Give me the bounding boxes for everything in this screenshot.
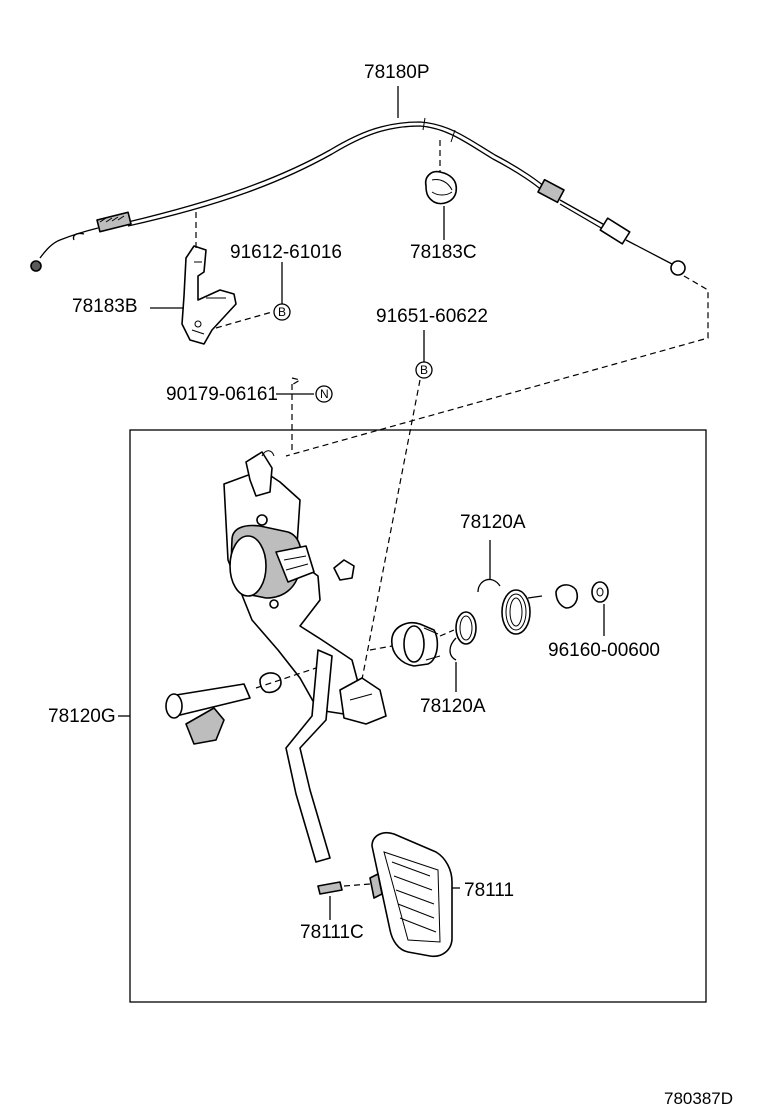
bolt-b-lower-dash — [357, 379, 421, 701]
label-spring-large: 78120A — [460, 512, 526, 533]
washer — [591, 581, 609, 603]
accelerator-cable — [30, 117, 686, 276]
label-bolt-b-upper: 91612-61016 — [230, 242, 342, 263]
label-pad: 78111 — [464, 880, 514, 901]
figure-id: 780387D — [664, 1089, 733, 1108]
bolt-b-lower-letter: B — [420, 363, 428, 377]
label-bolt-b-lower: 91651-60622 — [376, 306, 488, 327]
pivot-pin — [165, 672, 282, 745]
label-washer: 96160-00600 — [548, 640, 660, 661]
spring-small-dash — [439, 629, 455, 637]
cable-clamp — [424, 170, 458, 205]
nut-n-letter: N — [320, 387, 329, 401]
label-pad-clip: 78111C — [300, 922, 364, 943]
label-clamp: 78183C — [410, 242, 477, 263]
nut-n-arrow — [289, 377, 302, 387]
pedal-pad — [369, 831, 453, 958]
spring-small — [449, 611, 477, 661]
label-pedal-assy: 78120G — [48, 706, 116, 727]
bolt-b-upper-letter: B — [278, 305, 286, 319]
small-bushing — [555, 584, 579, 609]
cable-clamp-bracket — [181, 245, 237, 345]
pad-dash — [343, 883, 371, 887]
cable-to-pedal-dash — [285, 275, 709, 457]
pedal-bushing — [391, 622, 441, 667]
label-cable: 78180P — [364, 62, 430, 83]
nut-small — [333, 559, 355, 581]
pin-dash — [255, 667, 317, 689]
nut-n-marker — [315, 385, 333, 403]
label-nut-n: 90179-06161 — [166, 384, 278, 405]
bolt-b-lower-marker — [415, 361, 433, 379]
label-bracket: 78183B — [72, 296, 138, 317]
bushing-dash — [369, 645, 393, 651]
pad-clip — [317, 881, 343, 895]
spring-large — [477, 578, 543, 635]
pedal-assembly — [223, 450, 387, 863]
label-spring-small: 78120A — [420, 696, 486, 717]
